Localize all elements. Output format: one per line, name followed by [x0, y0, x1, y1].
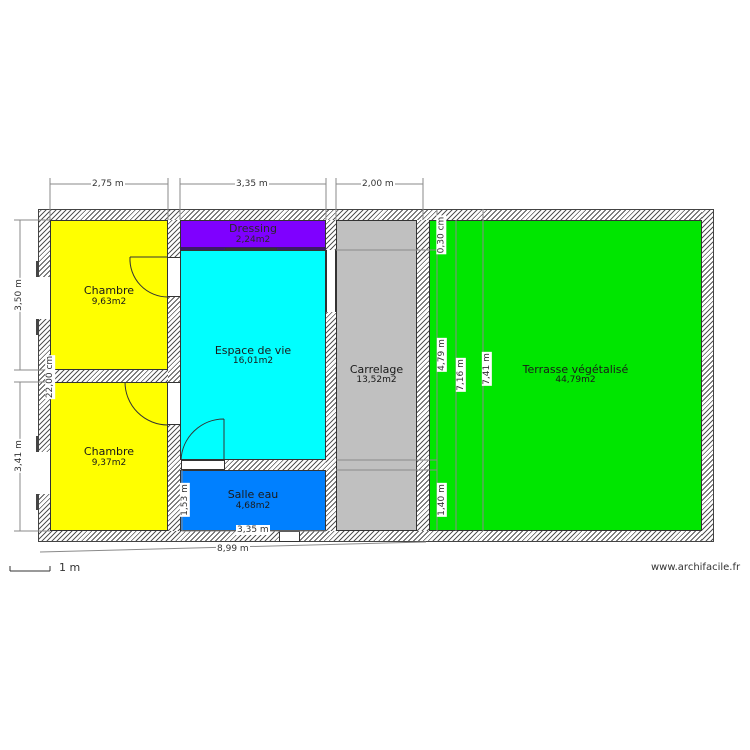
- dim-left-chambre-1: 3,50 m: [13, 278, 24, 312]
- room-chambre-1-label: Chambre: [83, 284, 135, 297]
- watermark[interactable]: www.archifacile.fr: [651, 562, 741, 573]
- dim-terrasse-top-offset: 0,30 cm: [436, 215, 447, 255]
- door-swing-chambre-1: [129, 256, 169, 298]
- door-opening-chambre-2: [168, 382, 180, 425]
- window-sill-3: [36, 436, 39, 452]
- room-espace-de-vie-label: Espace de vie: [214, 344, 292, 357]
- dim-top-chambre: 2,75 m: [91, 179, 125, 189]
- dim-terrasse-h2: 1,40 m: [436, 483, 447, 517]
- door-swing-salle-eau: [180, 418, 225, 461]
- room-carrelage-area: 13,52m2: [356, 375, 397, 385]
- dim-salle-eau-width: 3,35 m: [236, 525, 270, 535]
- dim-wall-thickness: 22,00 cm: [45, 354, 56, 400]
- room-carrelage[interactable]: Carrelage 13,52m2: [336, 220, 417, 531]
- room-salle-eau[interactable]: Salle eau 4,68m2: [180, 470, 326, 531]
- door-opening-salle-eau: [181, 460, 225, 470]
- dim-top-espace: 3,35 m: [235, 179, 269, 189]
- dim-salle-eau-height: 1,53 m: [179, 483, 190, 517]
- dim-left-chambre-2: 3,41 m: [13, 439, 24, 473]
- door-opening-carrelage: [326, 250, 336, 312]
- dim-terrasse-h1: 4,79 m: [436, 338, 447, 372]
- outer-wall-top: [38, 209, 714, 220]
- window-chambre-1: [38, 277, 50, 319]
- room-espace-de-vie-area: 16,01m2: [232, 356, 274, 366]
- room-espace-de-vie[interactable]: Espace de vie 16,01m2: [180, 250, 326, 460]
- wall-espace-salle-eau: [180, 460, 326, 470]
- window-sill-2: [36, 319, 39, 335]
- room-terrasse-area: 44,79m2: [555, 375, 596, 385]
- room-dressing-area: 2,24m2: [235, 235, 271, 245]
- door-swing-chambre-2: [124, 381, 169, 426]
- scale-label: 1 m: [59, 561, 81, 574]
- room-dressing-label: Dressing: [229, 222, 277, 235]
- room-chambre-1-area: 9,63m2: [91, 297, 127, 307]
- wall-chambre-espace: [168, 220, 180, 531]
- outer-frame: [38, 209, 714, 542]
- wall-carrelage-terrasse: [417, 220, 429, 531]
- room-salle-eau-label: Salle eau: [227, 488, 279, 501]
- room-terrasse[interactable]: Terrasse végétalisé 44,79m2: [429, 220, 702, 531]
- dim-terrasse-h4: 7,41 m: [481, 352, 492, 386]
- window-sill-1: [36, 261, 39, 277]
- window-sill-4: [36, 494, 39, 510]
- wall-between-chambres: [50, 370, 168, 382]
- room-chambre-2[interactable]: Chambre 9,37m2: [50, 382, 168, 531]
- dim-terrasse-h3: 7,16 m: [455, 358, 466, 392]
- room-chambre-2-area: 9,37m2: [91, 458, 127, 468]
- room-terrasse-label: Terrasse végétalisé: [522, 363, 629, 376]
- dim-total-width: 8,99 m: [216, 544, 250, 554]
- door-opening-chambre-1: [168, 257, 180, 297]
- room-salle-eau-area: 4,68m2: [235, 501, 271, 511]
- wall-espace-carrelage: [326, 220, 336, 531]
- window-chambre-2: [38, 452, 50, 494]
- room-chambre-2-label: Chambre: [83, 445, 135, 458]
- room-chambre-1[interactable]: Chambre 9,63m2: [50, 220, 168, 370]
- outer-wall-bottom: [38, 531, 714, 542]
- dim-top-carrelage: 2,00 m: [361, 179, 395, 189]
- room-carrelage-label: Carrelage: [349, 363, 404, 376]
- outer-wall-right: [702, 209, 714, 542]
